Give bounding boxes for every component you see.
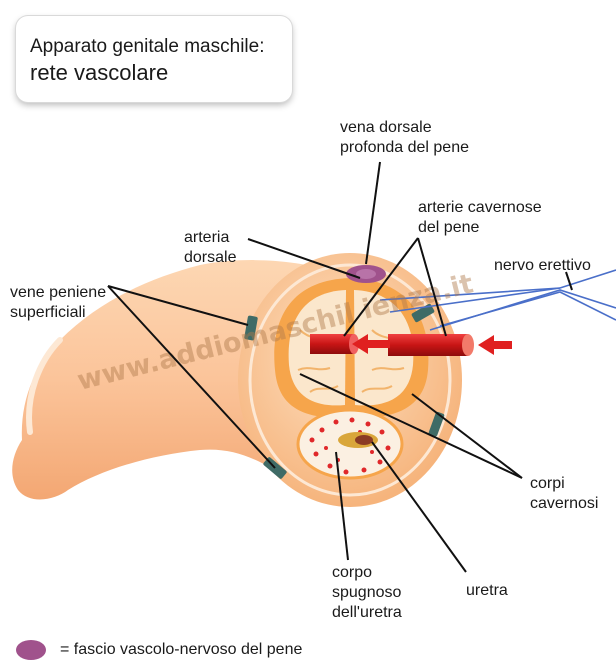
label-arteria-dorsale: arteria dorsale xyxy=(184,229,237,266)
blood-flow-arrow-main xyxy=(352,334,390,354)
legend-text: = fascio vascolo-nervoso del pene xyxy=(60,641,303,658)
urethra-lumen xyxy=(355,435,373,445)
bundle-highlight xyxy=(356,269,376,279)
cavernous-artery-right xyxy=(388,334,474,356)
legend-bundle-swatch xyxy=(16,640,46,660)
cross-section-skin-ring xyxy=(248,263,452,497)
blood-flow-arrow-right xyxy=(478,335,512,355)
label-vena-dorsale-profonda: vena dorsale profonda del pene xyxy=(340,119,469,156)
cavernous-artery-left xyxy=(310,334,359,354)
leader-lines xyxy=(107,161,573,573)
label-corpi-cavernosi: corpi cavernosi xyxy=(530,475,599,512)
label-arterie-cavernose: arterie cavernose del pene xyxy=(418,199,542,236)
title-box: Apparato genitale maschile: rete vascola… xyxy=(16,16,292,102)
dorsal-artery-stub xyxy=(411,303,435,323)
title-line-2: rete vascolare xyxy=(30,60,169,85)
label-vene-peniene-superficiali: vene peniene superficiali xyxy=(10,284,107,321)
erectile-nerves xyxy=(379,269,616,331)
label-uretra: uretra xyxy=(466,582,508,599)
spongiosum-dots xyxy=(309,417,391,475)
label-nervo-erettivo: nervo erettivo xyxy=(494,257,591,274)
title-line-1: Apparato genitale maschile: xyxy=(30,36,265,57)
label-corpo-spugnoso: corpo spugnoso dell'uretra xyxy=(332,564,402,621)
glans-edge xyxy=(26,337,63,435)
